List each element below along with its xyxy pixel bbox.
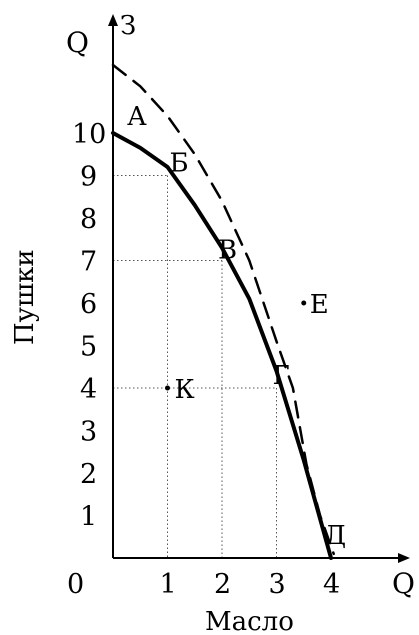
dashed-curve <box>111 63 335 556</box>
y-axis-q-label: Q <box>66 26 89 59</box>
y-tick-label-6: 6 <box>80 289 97 320</box>
y-tick-label-4: 4 <box>80 374 97 405</box>
y-tick-label-8: 8 <box>80 204 97 235</box>
y-tick-label-10: 10 <box>72 119 106 150</box>
x-axis-title: Масло <box>205 607 294 635</box>
point-label-5: Е <box>310 290 329 320</box>
origin-label: 0 <box>67 569 84 600</box>
guide-lines <box>113 175 277 558</box>
point-dot-5 <box>301 300 307 306</box>
x-tick-label-3: 3 <box>269 569 286 600</box>
point-label-2: В <box>218 236 237 266</box>
x-axis-q-label: Q <box>392 567 415 600</box>
y-tick-label-2: 2 <box>80 459 97 490</box>
series <box>111 63 335 560</box>
point-label-4: Д <box>325 521 346 551</box>
y-tick-label-9: 9 <box>80 162 97 193</box>
y-tick-label-1: 1 <box>80 502 97 533</box>
point-label-7: З <box>120 11 136 41</box>
y-tick-label-7: 7 <box>80 247 97 278</box>
solid-curve <box>111 131 333 560</box>
x-tick-label-1: 1 <box>160 569 177 600</box>
point-label-1: Б <box>170 149 189 179</box>
y-tick-label-5: 5 <box>80 332 97 363</box>
point-label-0: А <box>127 102 147 132</box>
y-axis-arrow <box>108 14 118 26</box>
y-axis-title: Пушки <box>10 249 40 345</box>
point-labels: АБ В Г Д Е К З <box>120 11 346 551</box>
x-tick-label-2: 2 <box>214 569 231 600</box>
point-label-3: Г <box>273 361 290 391</box>
axes <box>108 14 410 563</box>
point-dot-6 <box>165 385 170 391</box>
y-tick-label-3: 3 <box>80 417 97 448</box>
ticks: 1 2 3 4 5 6 7 8 9 10 1 2 3 4 <box>72 119 340 600</box>
x-axis-arrow <box>398 553 410 563</box>
x-tick-label-4: 4 <box>323 569 340 600</box>
point-label-6: К <box>175 375 195 405</box>
